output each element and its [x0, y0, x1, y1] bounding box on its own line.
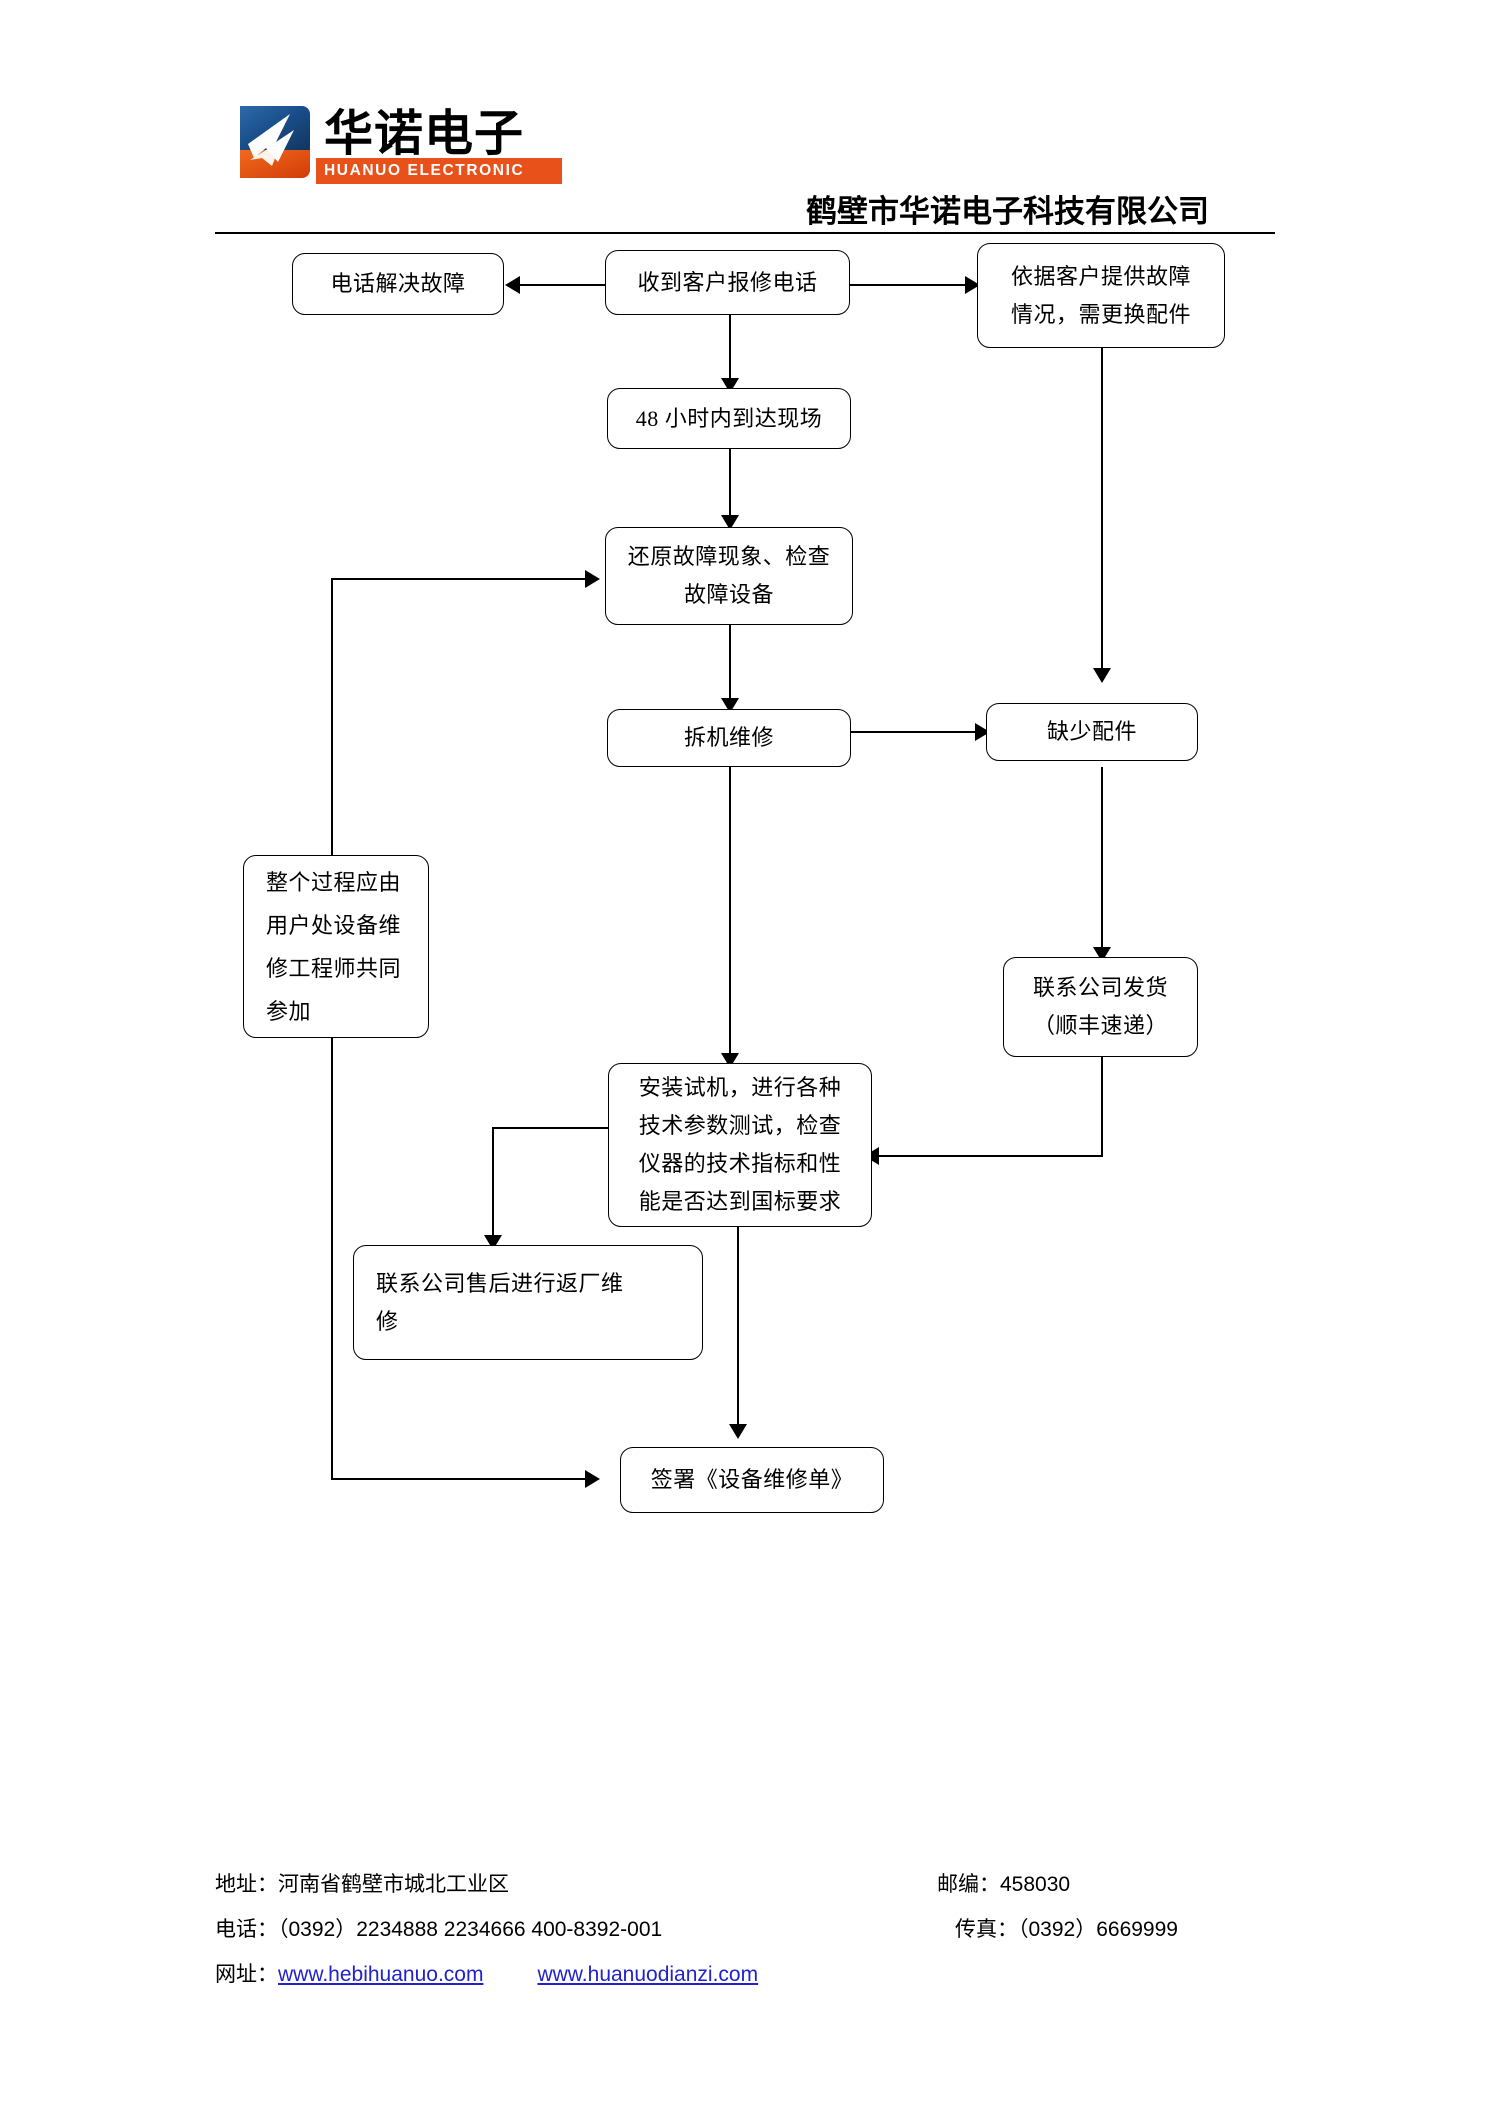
- flow-node-install-test[interactable]: 安装试机，进行各种 技术参数测试，检查 仪器的技术指标和性 能是否达到国标要求: [608, 1063, 872, 1227]
- edge-n10-n12-arrowhead: [729, 1424, 747, 1439]
- footer-website-label: 网址：: [215, 1963, 278, 1986]
- edge-n9-n10-vline: [1101, 1057, 1103, 1157]
- edge-n9-n10-hline: [872, 1155, 1103, 1157]
- edge-n5-n6-line: [729, 625, 731, 709]
- footer-fax: 传真：（0392）6669999: [955, 1918, 1178, 1941]
- edge-n3-n7-arrowhead: [1093, 668, 1111, 683]
- edge-n10-n11-vline: [492, 1127, 494, 1245]
- footer-website-group: 网址：www.hebihuanuo.com www.huanuodianzi.co…: [215, 1952, 758, 1997]
- edge-n4-n5-arrowhead: [721, 515, 739, 530]
- flow-node-label: 签署《设备维修单》: [650, 1467, 854, 1492]
- flow-node-label: 收到客户报修电话: [637, 269, 818, 295]
- footer-postcode: 邮编：458030: [937, 1873, 1071, 1896]
- company-logo: 华诺电子 HUANUO ELECTRONIC: [232, 100, 562, 192]
- flow-node-contact-shipping[interactable]: 联系公司发货 （顺丰速递）: [1003, 957, 1198, 1057]
- flow-node-missing-parts[interactable]: 缺少配件: [986, 703, 1198, 761]
- header-divider: [215, 232, 1275, 234]
- edge-n7-n9-line: [1101, 767, 1103, 957]
- flow-node-reproduce-fault[interactable]: 还原故障现象、检查 故障设备: [605, 527, 853, 625]
- edge-n6-n10-line: [729, 767, 731, 1063]
- footer-phone: 电话：（0392）2234888 2234666 400-8392-001: [215, 1918, 663, 1941]
- logo-english-name: HUANUO ELECTRONIC: [324, 162, 525, 179]
- page-footer: 地址：河南省鹤壁市城北工业区 邮编：458030 电话：（0392）223488…: [215, 1862, 1285, 1997]
- footer-row-phone: 电话：（0392）2234888 2234666 400-8392-001 传真…: [215, 1907, 1285, 1952]
- edge-n2-n3-line: [850, 284, 977, 286]
- flow-node-label: 拆机维修: [683, 725, 774, 750]
- flow-node-receive-call[interactable]: 收到客户报修电话: [605, 250, 850, 315]
- flow-node-label: 联系公司发货 （顺丰速递）: [1032, 975, 1168, 1038]
- flow-node-sign-repair-order[interactable]: 签署《设备维修单》: [620, 1447, 884, 1513]
- edge-n2-n3-arrowhead: [965, 276, 980, 294]
- flow-node-label: 安装试机，进行各种 技术参数测试，检查 仪器的技术指标和性 能是否达到国标要求: [638, 1075, 842, 1214]
- edge-rail-down-hline: [331, 1478, 597, 1480]
- edge-n10-n12-line: [737, 1227, 739, 1434]
- flow-node-disassemble-repair[interactable]: 拆机维修: [607, 709, 851, 767]
- flow-node-label: 48 小时内到达现场: [635, 405, 823, 431]
- flow-node-label: 电话解决故障: [330, 271, 466, 296]
- footer-row-address: 地址：河南省鹤壁市城北工业区 邮编：458030: [215, 1862, 1285, 1907]
- edge-rail-down-arrowhead: [585, 1470, 600, 1488]
- page-title: 鹤壁市华诺电子科技有限公司: [806, 194, 1209, 229]
- logo-en-bar: [316, 158, 562, 184]
- edge-rail-up-vline: [331, 578, 333, 878]
- flow-node-label: 缺少配件: [1046, 719, 1137, 744]
- edge-n3-n7-line: [1101, 348, 1103, 678]
- flow-node-label: 还原故障现象、检查 故障设备: [627, 544, 831, 607]
- flow-node-need-replace-parts[interactable]: 依据客户提供故障 情况，需更换配件: [977, 243, 1225, 348]
- footer-row-website: 网址：www.hebihuanuo.com www.huanuodianzi.co…: [215, 1952, 1285, 1997]
- edge-n2-n1-line: [510, 284, 610, 286]
- logo-mark-icon: [240, 106, 310, 178]
- edge-rail-up-arrowhead: [585, 570, 600, 588]
- edge-n4-n5-line: [729, 449, 731, 527]
- flow-node-return-factory[interactable]: 联系公司售后进行返厂维 修: [353, 1245, 703, 1360]
- flow-node-arrive-48h[interactable]: 48 小时内到达现场: [607, 388, 851, 449]
- edge-n10-n11-hline: [492, 1127, 612, 1129]
- flow-node-label: 依据客户提供故障 情况，需更换配件: [1010, 263, 1191, 327]
- edge-n2-n1-arrowhead: [505, 276, 520, 294]
- edge-n2-n4-line: [729, 310, 731, 388]
- edge-n6-n7-line: [850, 731, 986, 733]
- edge-rail-up-hline: [331, 578, 597, 580]
- logo-chinese-name: 华诺电子: [324, 107, 525, 161]
- flow-node-process-note[interactable]: 整个过程应由 用户处设备维 修工程师共同 参加: [243, 855, 429, 1038]
- flow-node-label: 整个过程应由 用户处设备维 修工程师共同 参加: [266, 869, 402, 1024]
- edge-rail-down-vline: [331, 1038, 333, 1480]
- footer-address: 地址：河南省鹤壁市城北工业区: [215, 1873, 509, 1896]
- footer-website-link-2[interactable]: www.huanuodianzi.com: [537, 1963, 759, 1986]
- flow-node-label: 联系公司售后进行返厂维 修: [376, 1270, 624, 1334]
- footer-website-link-1[interactable]: www.hebihuanuo.com: [278, 1963, 484, 1986]
- flow-node-phone-resolve[interactable]: 电话解决故障: [292, 253, 504, 315]
